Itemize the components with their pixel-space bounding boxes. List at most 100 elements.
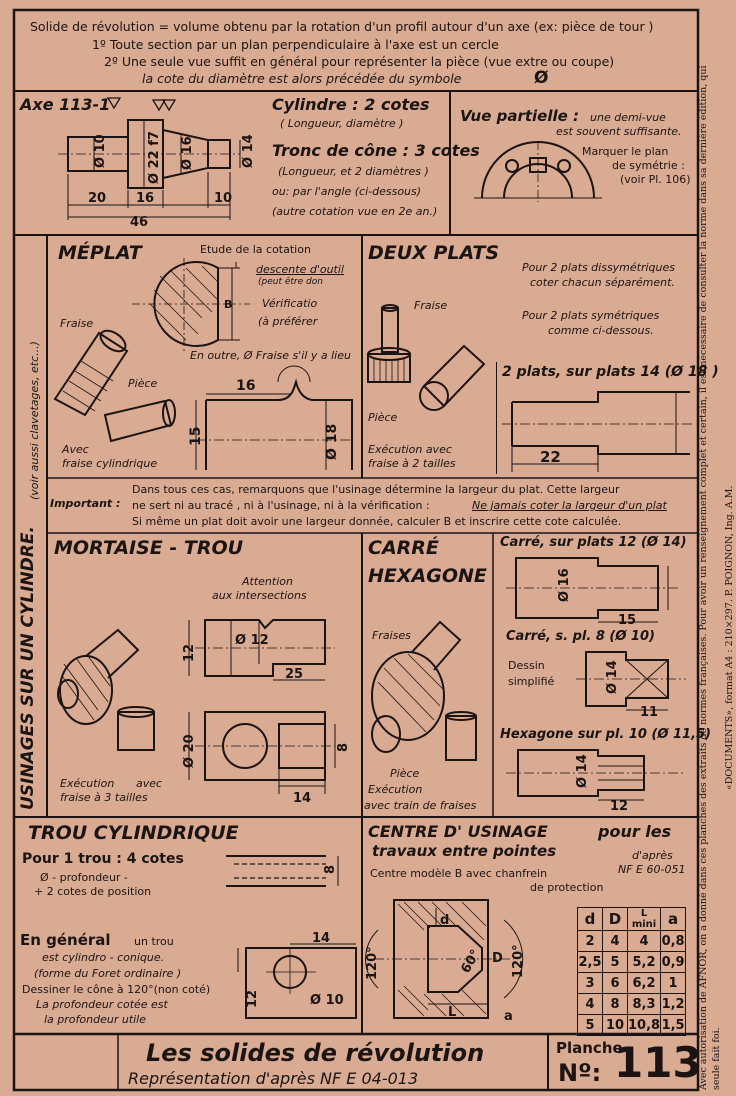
col-big-d: D (602, 907, 628, 931)
deux-plats-note-4: comme ci-dessous. (548, 324, 654, 337)
cell: 10 (602, 1014, 628, 1036)
deux-plats-note-1: Pour 2 plats dissymétriques (522, 261, 676, 274)
cell: 1,5 (660, 1014, 687, 1036)
deux-plats-note-3: Pour 2 plats symétriques (522, 309, 660, 322)
trou-gen-6: la profondeur utile (44, 1013, 147, 1026)
carre-box2-dim-11: 11 (640, 705, 658, 718)
carre-box1-dim-15: 15 (618, 613, 636, 628)
axe-dim-46: 46 (130, 215, 148, 230)
centre-table-header: d D L mini a (577, 907, 687, 931)
deux-plats-exec-2: fraise à 2 tailles (368, 457, 456, 470)
mortaise-attention-1: Attention (242, 575, 293, 588)
axe-title: Axe 113-1 (20, 95, 111, 114)
deux-plats-box-title: 2 plats, sur plats 14 (Ø 18 ) (502, 364, 719, 380)
mortaise-dim-d20: Ø 20 (182, 734, 197, 768)
diameter-symbol: Ø (534, 68, 549, 88)
carre-box1-title: Carré, sur plats 12 (Ø 14) (500, 535, 687, 550)
centre-dim-120-left: 120° (365, 946, 380, 980)
cylindre-sub: ( Longueur, diamètre ) (280, 117, 404, 130)
axe-dim-20: 20 (88, 191, 106, 206)
centre-protection: de protection (530, 881, 604, 894)
axe-dim-d10: Ø 10 (93, 134, 108, 168)
carre-box1-dim-d16: Ø 16 (557, 568, 572, 602)
vertical-title: USINAGES SUR UN CYLINDRE. (18, 526, 38, 810)
tronc-line-2: ou: par l'angle (ci-dessous) (272, 185, 422, 198)
trou-drawing: 8 14 12 Ø 10 (226, 855, 357, 1019)
meplat-dim-b: B (224, 298, 232, 311)
axe-dim-d16: Ø 16 (180, 136, 195, 170)
meplat-etude: Etude de la cotation (200, 243, 311, 256)
intro-line-1: Solide de révolution = volume obtenu par… (30, 19, 654, 34)
side-note-line-1: Avec autorisation de AFNOR, on a donné d… (698, 65, 722, 1091)
intro-line-4: la cote du diamètre est alors précédée d… (142, 71, 462, 86)
cell: 4 (626, 930, 662, 952)
cell: 0,9 (660, 951, 687, 973)
centre-title-1b: pour les (598, 822, 672, 841)
cell: 6 (602, 972, 628, 994)
mortaise-dim-14: 14 (293, 791, 311, 806)
vue-partielle-sub-2: est souvent suffisante. (556, 125, 682, 138)
carre-box2-title: Carré, s. pl. 8 (Ø 10) (506, 629, 655, 644)
cell: 5 (602, 951, 628, 973)
trou-gen-1: En général (20, 931, 111, 949)
col-l-mini: L mini (626, 907, 662, 931)
half-view-drawing (474, 141, 602, 202)
cell: 0,8 (660, 930, 687, 952)
deux-plats-piece: Pièce (368, 411, 398, 424)
mortaise-exec-avec: avec (136, 777, 163, 790)
carre-box3-dim-12: 12 (610, 799, 628, 812)
carre-box3-dim-d14: Ø 14 (575, 754, 590, 788)
tronc-line-3: (autre cotation vue en 2e an.) (272, 205, 438, 218)
col-d: d (577, 907, 603, 931)
mortaise-dim-d12: Ø 12 (235, 633, 269, 648)
meplat-section: B (132, 258, 250, 354)
cell: 1,2 (660, 993, 687, 1015)
centre-title-1: CENTRE D' USINAGE (368, 822, 548, 841)
deux-plats-fraise: Fraise (414, 299, 448, 312)
vue-partielle-note-2: de symétrie : (612, 159, 685, 172)
meplat-avec: Avec (62, 443, 89, 456)
trou-dim-12: 12 (245, 990, 260, 1008)
centre-dim-l: L (448, 1005, 456, 1020)
meplat-en-outre: En outre, Ø Fraise s'il y a lieu (190, 349, 351, 362)
mortaise-dim-8: 8 (336, 743, 351, 752)
carre-box2-note-1: Dessin (508, 659, 545, 672)
trou-gen-4: Dessiner le cône à 120°(non coté) (22, 983, 211, 996)
important-line-1: Dans tous ces cas, remarquons que l'usin… (132, 483, 620, 496)
centre-dim-120-right: 120° (511, 944, 526, 978)
carre-title-2: HEXAGONE (368, 565, 487, 587)
cell: 5 (577, 1014, 603, 1036)
meplat-cyl: fraise cylindrique (62, 457, 158, 470)
deux-plats-note-2: coter chacun séparément. (530, 276, 675, 289)
mortaise-fraise-drawing (57, 628, 155, 751)
footer-title: Les solides de révolution (146, 1039, 485, 1067)
trou-dim-14: 14 (312, 931, 330, 946)
centre-dim-a: a (504, 1009, 513, 1024)
mortaise-exec-1: Exécution (60, 777, 115, 790)
carre-box2-dim-d14: Ø 14 (605, 660, 620, 694)
deux-plats-box (496, 362, 699, 474)
deux-plats-drawing (367, 304, 486, 411)
mortaise-exec-2: fraise à 3 tailles (60, 791, 148, 804)
centre-apres-1: d'après (632, 849, 673, 862)
deux-plats-dim-22: 22 (540, 448, 561, 466)
intro-line-3: 2º Une seule vue suffit en général pour … (104, 54, 615, 69)
cell: 5,2 (626, 951, 662, 973)
carre-title-1: CARRÉ (368, 537, 439, 559)
tronc-line-1: (Longueur, et 2 diamètres ) (278, 165, 429, 178)
axe-drawing: 20 16 10 46 Ø 10 Ø 22 f7 Ø 16 Ø 14 (58, 97, 256, 230)
trou-gen-1b: un trou (134, 935, 174, 948)
meplat-descente: descente d'outil (256, 263, 344, 276)
vertical-subtitle: (voir aussi clavetages, etc...) (28, 341, 41, 500)
deux-plats-profile: 22 (502, 391, 694, 472)
centre-drawing: d D 120° 120° 60° L a (365, 899, 526, 1024)
meplat-dim-16: 16 (236, 378, 255, 394)
carre-box2-note-2: simplifié (508, 675, 555, 688)
planche-number: 113 (614, 1038, 702, 1087)
cylindre-title: Cylindre : 2 cotes (272, 95, 430, 114)
trou-sub: Pour 1 trou : 4 cotes (22, 851, 184, 867)
footer-subtitle: Représentation d'après NF E 04-013 (128, 1069, 419, 1088)
